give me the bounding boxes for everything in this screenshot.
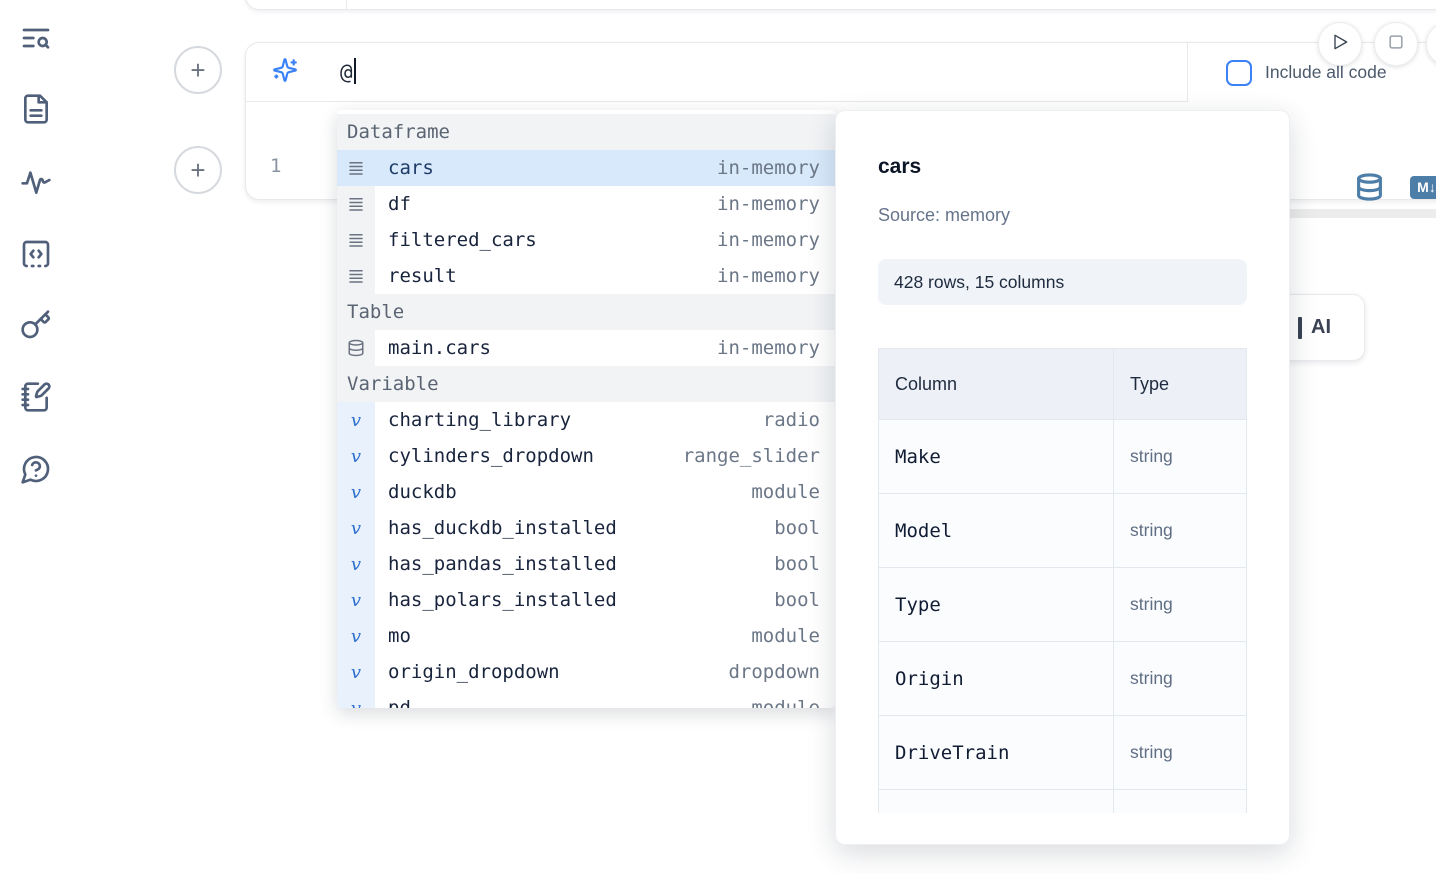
variable-icon: v (337, 474, 375, 510)
include-all-code-option: Include all code (1187, 43, 1436, 102)
sidebar-item-table-of-contents[interactable] (18, 22, 54, 58)
autocomplete-option-mo[interactable]: v mo module (337, 618, 835, 654)
autocomplete-option-pd-clipped[interactable]: v pd module (337, 690, 835, 708)
type-header: Type (1113, 348, 1247, 420)
table-row: DriveTrain string (878, 715, 1247, 790)
variable-icon: v (337, 654, 375, 690)
rows-icon (337, 222, 375, 258)
table-row: Type string (878, 567, 1247, 642)
sidebar-item-files[interactable] (18, 93, 54, 129)
previous-cell-edge (245, 0, 1436, 10)
ai-prompt-row: @ Include all code (246, 43, 1436, 102)
code-editor[interactable]: 1 M↓ (246, 102, 1436, 202)
run-cell-button[interactable] (1318, 22, 1362, 66)
table-row-clipped (878, 789, 1247, 813)
table-header-row: Column Type (878, 348, 1247, 420)
autocomplete-option-cylinders-dropdown[interactable]: v cylinders_dropdown range_slider (337, 438, 835, 474)
sidebar-item-snippets[interactable] (18, 238, 54, 274)
variable-icon: v (337, 582, 375, 618)
stop-icon (1386, 32, 1406, 57)
help-chat-icon (20, 453, 52, 490)
autocomplete-option-has-polars-installed[interactable]: v has_polars_installed bool (337, 582, 835, 618)
rows-icon (337, 258, 375, 294)
preview-schema-table: Column Type Make string Model string Typ… (878, 348, 1247, 813)
sparkles-icon (272, 57, 298, 88)
markdown-convert-icon[interactable]: M↓ (1410, 175, 1436, 199)
sidebar-item-tracing[interactable] (18, 166, 54, 202)
autocomplete-option-origin-dropdown[interactable]: v origin_dropdown dropdown (337, 654, 835, 690)
preview-source: Source: memory (878, 205, 1011, 225)
stop-cell-button[interactable] (1374, 22, 1418, 66)
variable-icon: v (337, 438, 375, 474)
variable-icon: v (337, 510, 375, 546)
preview-title: cars (878, 155, 922, 178)
add-cell-below-button[interactable]: + (174, 146, 222, 194)
activity-icon (20, 166, 52, 203)
ai-button-label: AI (1311, 316, 1331, 338)
section-header-variable: Variable (337, 366, 835, 402)
list-search-icon (20, 22, 52, 59)
variable-icon: v (337, 546, 375, 582)
include-all-code-checkbox[interactable] (1226, 59, 1252, 86)
variable-icon: v (337, 690, 375, 708)
notebook-pen-icon (20, 381, 52, 418)
autocomplete-option-main-cars[interactable]: main.cars in-memory (337, 330, 835, 366)
autocomplete-option-has-duckdb-installed[interactable]: v has_duckdb_installed bool (337, 510, 835, 546)
section-header-table: Table (337, 294, 835, 330)
variable-icon: v (337, 618, 375, 654)
dataframe-preview-popover: cars Source: memory 428 rows, 15 columns… (835, 110, 1290, 845)
database-icon (337, 330, 375, 366)
file-text-icon (20, 93, 52, 130)
variable-icon: v (337, 402, 375, 438)
sidebar-item-secrets[interactable] (18, 309, 54, 345)
code-snippet-icon (20, 238, 52, 275)
autocomplete-option-duckdb[interactable]: v duckdb module (337, 474, 835, 510)
ai-prompt-input[interactable]: @ (246, 43, 1187, 102)
preview-shape-badge: 428 rows, 15 columns (878, 259, 1247, 305)
autocomplete-option-df[interactable]: df in-memory (337, 186, 835, 222)
column-header: Column (878, 348, 1114, 420)
ai-prompt-value: @ (340, 58, 356, 84)
line-number: 1 (270, 155, 282, 177)
table-row: Model string (878, 493, 1247, 568)
include-all-code-label: Include all code (1265, 62, 1387, 82)
autocomplete-option-has-pandas-installed[interactable]: v has_pandas_installed bool (337, 546, 835, 582)
left-sidebar (0, 0, 72, 874)
rows-icon (337, 150, 375, 186)
autocomplete-option-charting-library[interactable]: v charting_library radio (337, 402, 835, 438)
text-cursor (353, 58, 356, 84)
autocomplete-option-result[interactable]: result in-memory (337, 258, 835, 294)
autocomplete-popup: Dataframe cars in-memory df in-memory fi… (337, 110, 835, 708)
table-row: Origin string (878, 641, 1247, 716)
play-icon (1330, 32, 1350, 57)
sidebar-item-scratchpad[interactable] (18, 381, 54, 417)
dataframe-output-icon[interactable] (1355, 172, 1384, 202)
clipped-letter (1298, 316, 1302, 339)
table-row: Make string (878, 419, 1247, 494)
key-icon (20, 309, 52, 346)
section-header-dataframe: Dataframe (337, 114, 835, 150)
sidebar-item-help[interactable] (18, 453, 54, 489)
autocomplete-option-filtered-cars[interactable]: filtered_cars in-memory (337, 222, 835, 258)
previous-cell-divider (346, 0, 347, 9)
rows-icon (337, 186, 375, 222)
autocomplete-option-cars[interactable]: cars in-memory (337, 150, 835, 186)
add-cell-above-button[interactable]: + (174, 46, 222, 94)
